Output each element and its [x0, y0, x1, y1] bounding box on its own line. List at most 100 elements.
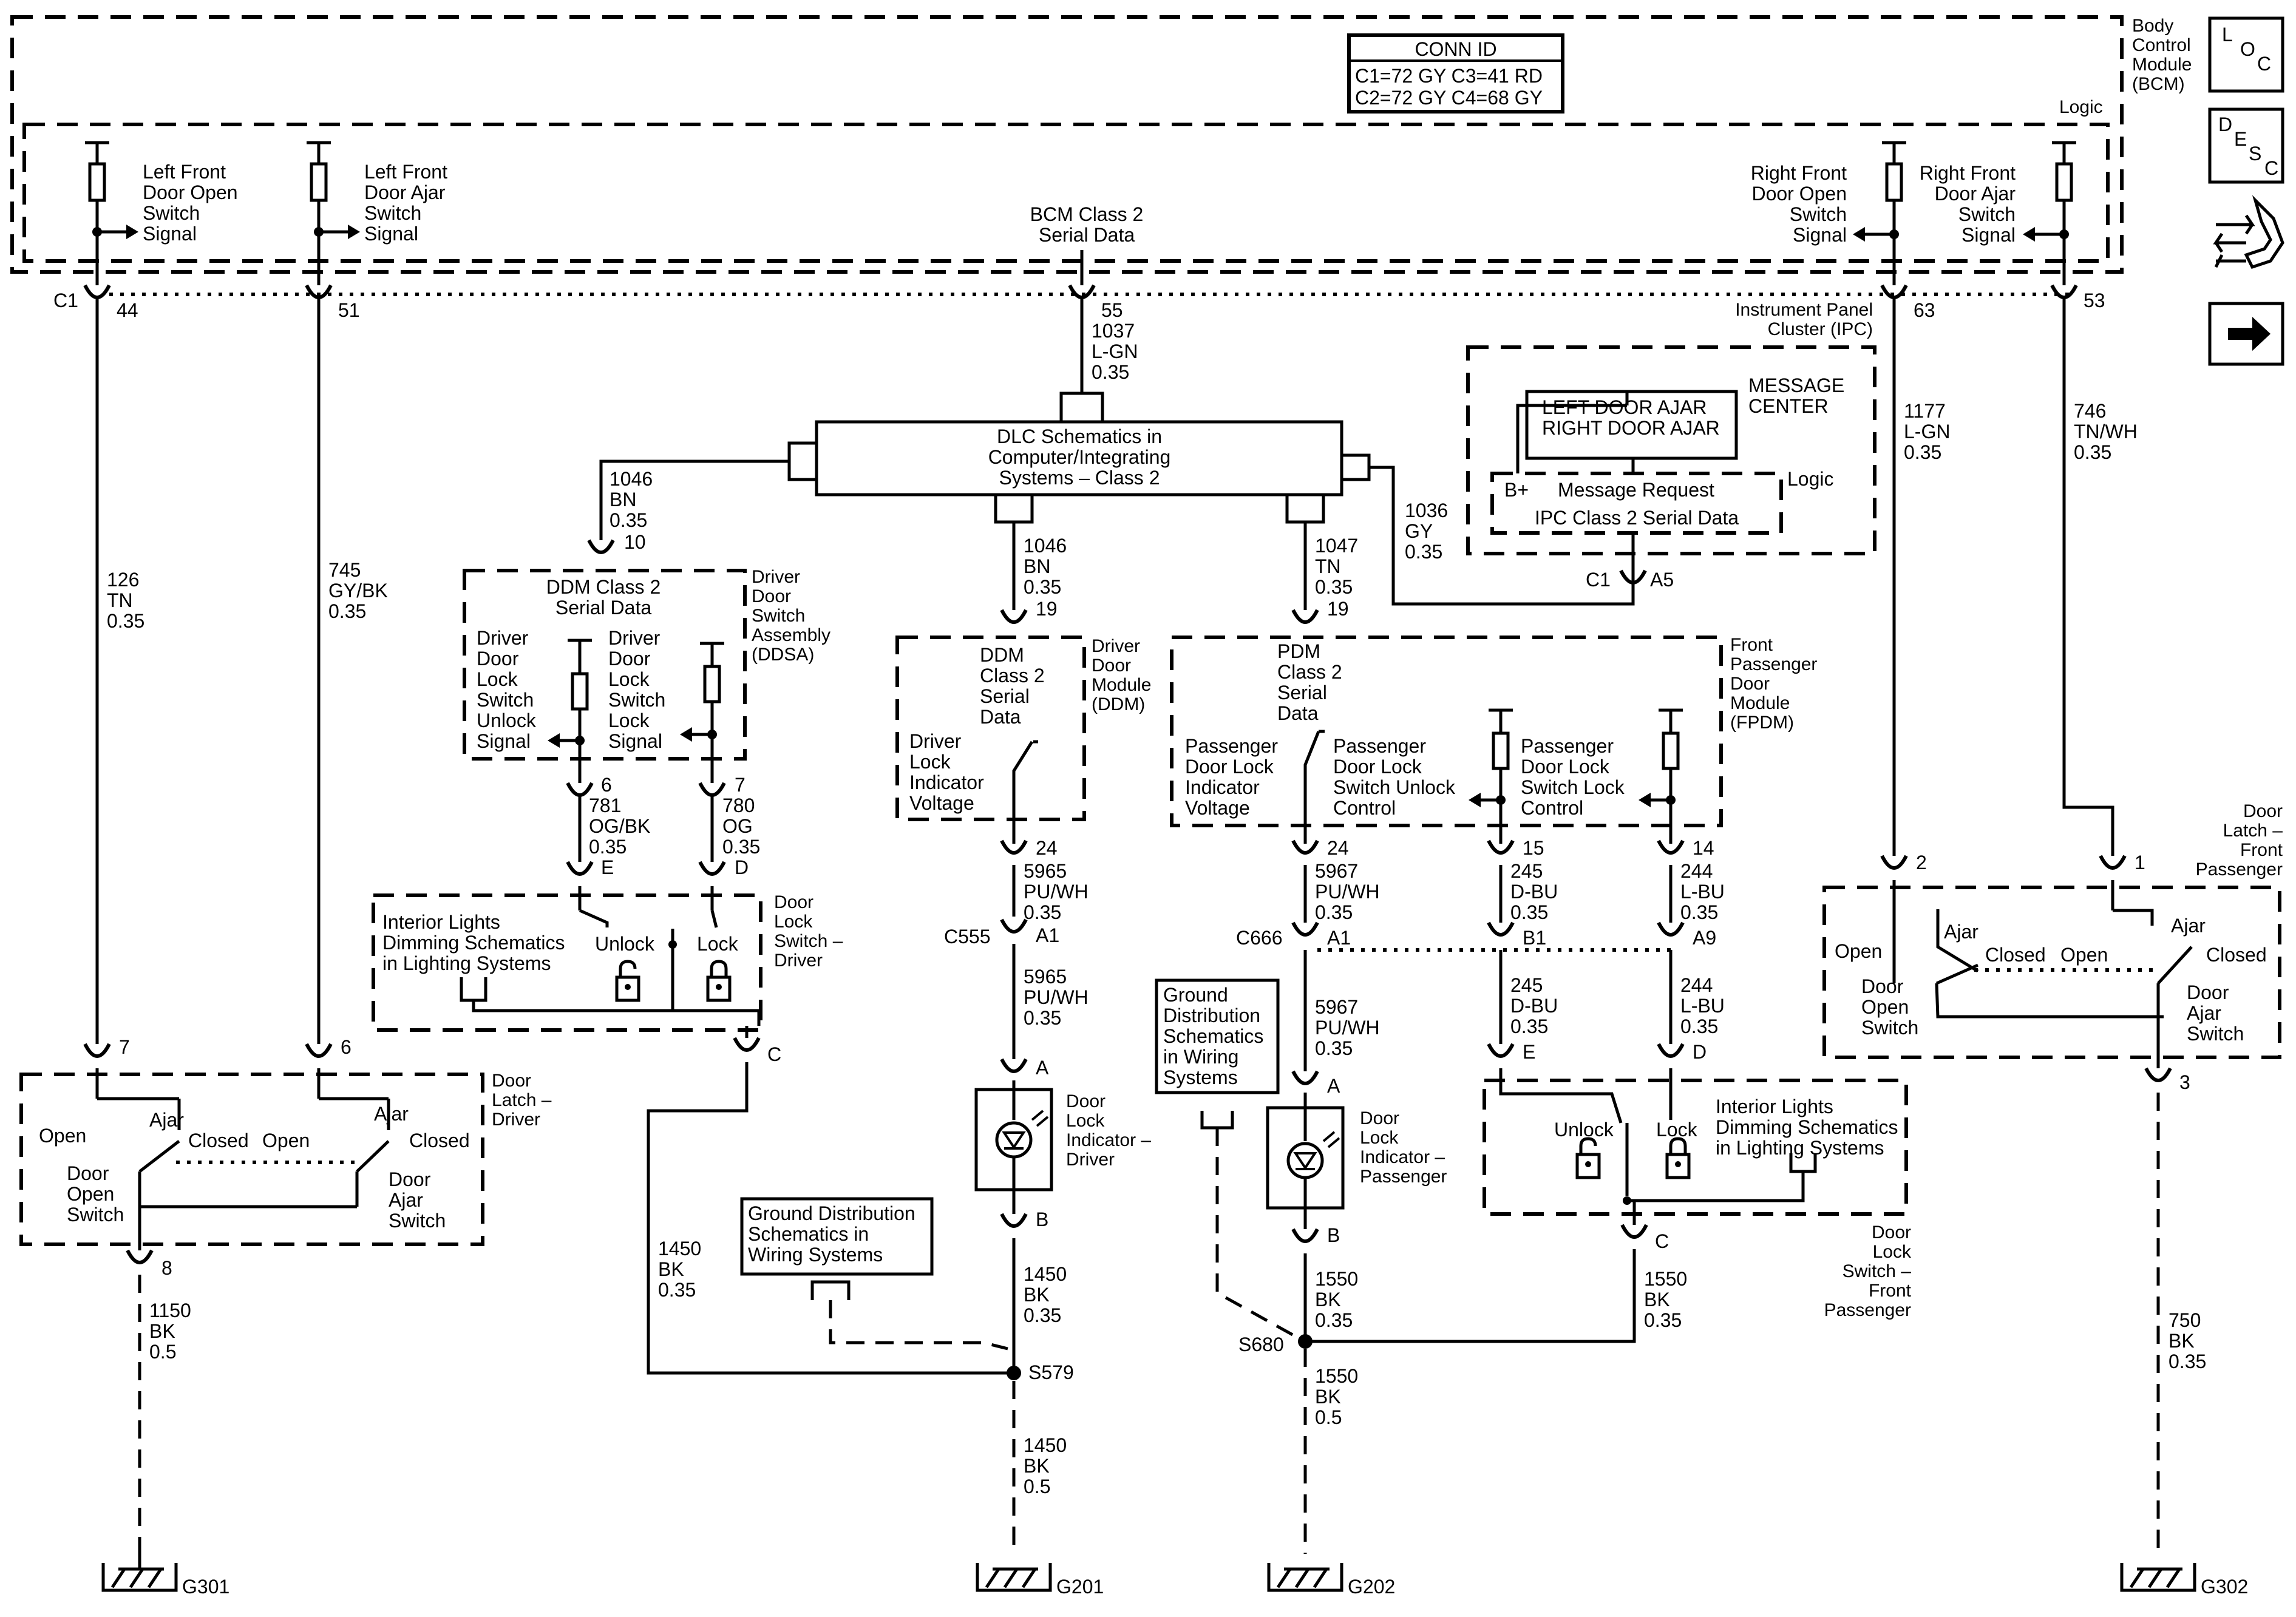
ground-g302: G302: [2120, 1563, 2248, 1598]
wire-1450-ground: 1450 BK 0.5: [1012, 1381, 1067, 1554]
svg-text:E: E: [2234, 128, 2247, 150]
svg-text:Switch: Switch: [1958, 203, 2016, 225]
wire-244-upper: 244 L-BU 0.35: [1669, 860, 1725, 923]
location-view-button[interactable]: L O C: [2208, 16, 2284, 93]
svg-text:746: 746: [2074, 400, 2106, 422]
svg-text:Serial: Serial: [980, 685, 1030, 707]
svg-text:Signal: Signal: [477, 730, 531, 752]
svg-text:Ajar: Ajar: [1944, 921, 1978, 943]
svg-text:Control: Control: [1521, 797, 1583, 819]
svg-text:0.35: 0.35: [722, 836, 760, 858]
svg-text:Unlock: Unlock: [595, 933, 655, 955]
svg-text:Closed: Closed: [188, 1130, 249, 1151]
svg-text:Door: Door: [1861, 975, 1904, 997]
svg-text:Door: Door: [477, 648, 519, 670]
svg-text:TN/WH: TN/WH: [2074, 421, 2138, 442]
svg-text:G302: G302: [2201, 1576, 2248, 1598]
lock-padlock-icon: [706, 960, 732, 1002]
svg-text:RIGHT DOOR AJAR: RIGHT DOOR AJAR: [1542, 417, 1720, 439]
svg-text:Ajar: Ajar: [2187, 1002, 2221, 1024]
svg-text:781: 781: [589, 795, 621, 816]
svg-text:0.35: 0.35: [2074, 441, 2111, 463]
svg-text:BCM Class 2: BCM Class 2: [1030, 203, 1144, 225]
svg-text:51: 51: [338, 299, 360, 321]
svg-text:Door Lock: Door Lock: [1333, 756, 1422, 778]
svg-text:14: 14: [1693, 837, 1714, 859]
svg-text:GY/BK: GY/BK: [328, 580, 388, 602]
svg-text:2: 2: [1916, 852, 1927, 873]
svg-text:Signal: Signal: [364, 223, 418, 245]
wire-5967-upper: 5967 PU/WH 0.35: [1303, 860, 1380, 923]
svg-text:Passenger: Passenger: [1824, 1300, 1911, 1320]
svg-text:0.35: 0.35: [1315, 1309, 1353, 1331]
svg-text:D: D: [2218, 114, 2232, 135]
svg-text:LEFT DOOR AJAR: LEFT DOOR AJAR: [1542, 396, 1707, 418]
svg-text:5967: 5967: [1315, 996, 1358, 1018]
wire-1550-ground: 1550 BK 0.5: [1303, 1349, 1358, 1554]
svg-text:0.35: 0.35: [1904, 441, 1941, 463]
svg-text:TN: TN: [1315, 555, 1341, 577]
svg-text:D: D: [1693, 1041, 1707, 1063]
svg-text:Serial: Serial: [1277, 682, 1327, 703]
svg-text:Driver: Driver: [608, 627, 661, 649]
svg-text:126: 126: [107, 569, 139, 591]
svg-text:1047: 1047: [1315, 535, 1358, 557]
svg-text:Data: Data: [980, 706, 1021, 728]
dlc-reference-box[interactable]: DLC Schematics in Computer/Integrating S…: [787, 392, 1371, 524]
svg-text:GY: GY: [1405, 520, 1433, 542]
svg-text:Switch: Switch: [1790, 203, 1847, 225]
svg-text:Ajar: Ajar: [374, 1103, 409, 1125]
svg-text:1036: 1036: [1405, 500, 1448, 521]
connector-end-view-icon[interactable]: [2213, 195, 2284, 270]
svg-text:19: 19: [1036, 598, 1058, 620]
svg-text:CONN ID: CONN ID: [1415, 38, 1496, 60]
svg-text:Class 2: Class 2: [1277, 661, 1342, 683]
door-lock-indicator-passenger: A Door Lock Indicator – Passenger B: [1266, 1070, 1447, 1246]
svg-text:G202: G202: [1348, 1576, 1395, 1598]
svg-text:MESSAGE: MESSAGE: [1748, 375, 1844, 396]
svg-text:OG/BK: OG/BK: [589, 815, 650, 837]
svg-text:PU/WH: PU/WH: [1024, 881, 1089, 903]
svg-text:Door Open: Door Open: [1751, 183, 1847, 205]
svg-text:DDM Class 2: DDM Class 2: [546, 576, 661, 598]
svg-text:Door: Door: [2243, 801, 2283, 821]
wire-244-lower: 244 L-BU 0.35: [1669, 950, 1725, 1044]
svg-text:A: A: [1327, 1075, 1340, 1097]
svg-text:A1: A1: [1327, 927, 1351, 949]
svg-text:BK: BK: [1024, 1284, 1050, 1306]
svg-text:0.35: 0.35: [1024, 576, 1061, 598]
svg-text:in Wiring: in Wiring: [1163, 1046, 1238, 1068]
door-lock-switch-passenger: E D Door Lock Switch – Front Passenger I…: [1483, 1041, 1912, 1320]
next-page-button[interactable]: [2208, 302, 2284, 366]
svg-text:Open: Open: [1835, 940, 1882, 962]
svg-text:Door: Door: [67, 1162, 109, 1184]
svg-text:A: A: [1036, 1057, 1049, 1079]
svg-text:Serial Data: Serial Data: [555, 597, 652, 619]
svg-text:Switch: Switch: [477, 689, 534, 711]
description-view-button[interactable]: D E S C: [2208, 107, 2284, 184]
wire-781: 781 OG/BK 0.35: [578, 795, 650, 862]
svg-text:Open: Open: [2060, 944, 2108, 966]
svg-text:Switch: Switch: [389, 1210, 446, 1232]
bcm-block: Body Control Module (BCM) Logic: [10, 15, 2192, 274]
bcm-rf-open-circuit: Right Front Door Open Switch Signal: [1751, 141, 1906, 285]
unlock-padlock-icon: [615, 960, 640, 1002]
svg-text:Switch: Switch: [143, 202, 200, 224]
svg-text:S579: S579: [1028, 1361, 1074, 1383]
ground-ref-left[interactable]: Ground Distribution Schematics in Wiring…: [740, 1197, 1008, 1351]
wire-1046-ddsa: 1046 BN 0.35: [599, 459, 789, 540]
svg-text:1450: 1450: [658, 1238, 701, 1259]
svg-text:E: E: [601, 856, 614, 878]
svg-text:Switch –: Switch –: [774, 931, 843, 951]
svg-text:PU/WH: PU/WH: [1024, 986, 1089, 1008]
svg-text:in Lighting Systems: in Lighting Systems: [382, 952, 551, 974]
ground-ref-right[interactable]: Ground Distribution Schematics in Wiring…: [1155, 978, 1300, 1340]
svg-text:Passenger: Passenger: [1185, 735, 1278, 757]
svg-text:1550: 1550: [1315, 1365, 1358, 1387]
svg-text:PDM: PDM: [1277, 640, 1320, 662]
svg-text:3: 3: [2179, 1071, 2190, 1093]
svg-text:245: 245: [1510, 974, 1543, 996]
splice-s579: S579: [1007, 1361, 1074, 1383]
svg-text:0.35: 0.35: [1644, 1309, 1682, 1331]
ground-g201: G201: [976, 1563, 1104, 1598]
